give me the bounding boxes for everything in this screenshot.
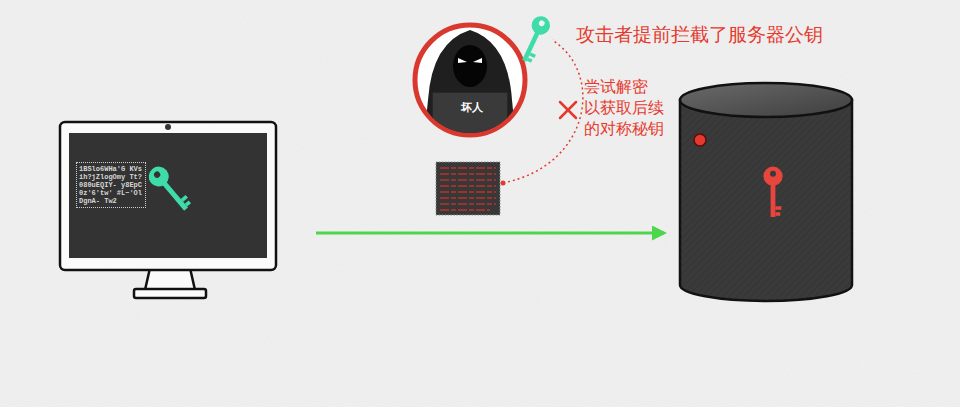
- monitor-base: [134, 289, 206, 298]
- monitor-camera: [165, 124, 171, 130]
- hacker-node: 坏人: [414, 24, 530, 136]
- transfer-arrow: [316, 232, 664, 235]
- monitor-screen: [69, 133, 267, 258]
- monitor-bezel: [60, 122, 276, 270]
- curve-dot: [501, 181, 506, 186]
- key-icon: [763, 167, 782, 217]
- monitor-neck: [145, 268, 195, 290]
- monitor-figure: [60, 122, 276, 298]
- annotation: 尝试解密以获取后续的对称秘钥: [584, 76, 665, 139]
- monitor-node: 1BSlo6WHa'G KVsih?jZlogOmy Tt?080uEQIY- …: [60, 122, 276, 270]
- fail-cross: [560, 102, 576, 118]
- hacker-tag: 坏人: [414, 101, 530, 114]
- hacker-figure: [415, 25, 525, 144]
- ciphertext: 1BSlo6WHa'G KVsih?jZlogOmy Tt?080uEQIY- …: [76, 162, 146, 208]
- annotation: 攻击者提前拦截了服务器公钥: [576, 22, 823, 46]
- encrypted-packet: [436, 162, 500, 215]
- server-figure: [680, 83, 852, 301]
- key-icon: [145, 163, 194, 216]
- key-icon: [516, 13, 553, 65]
